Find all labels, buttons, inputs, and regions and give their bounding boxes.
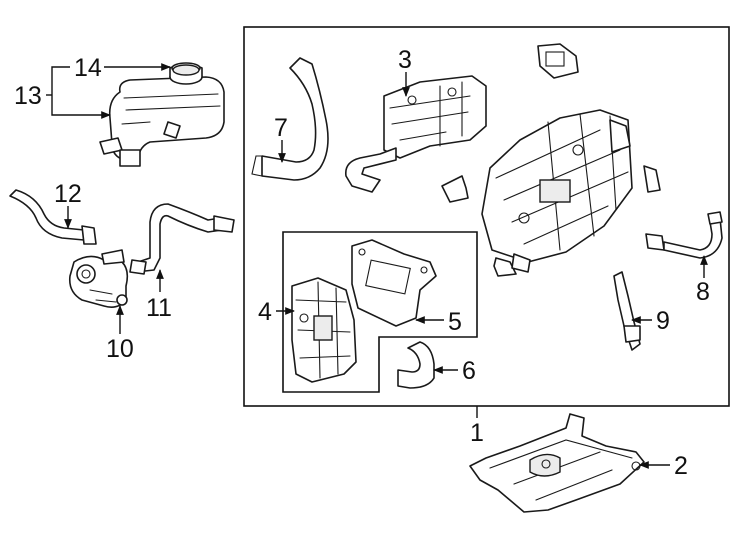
- callout-13: 13: [14, 82, 42, 110]
- coolant-reservoir: [99, 62, 225, 167]
- callout-8: 8: [696, 278, 710, 306]
- charger-bracket: [351, 239, 437, 327]
- callout-10: 10: [106, 335, 134, 363]
- inverter-module: [344, 75, 487, 193]
- mounting-tray: [469, 413, 645, 513]
- callout-9: 9: [656, 307, 670, 335]
- callout-2: 2: [674, 452, 688, 480]
- hose-12: [9, 189, 97, 245]
- callout-11: 11: [146, 294, 172, 322]
- reservoir-cap: [172, 64, 200, 76]
- sub-assembly-frame: [282, 231, 478, 393]
- side-bracket-right: [609, 119, 661, 193]
- mounting-bracket-top: [537, 43, 579, 79]
- lower-bracket: [493, 253, 531, 277]
- callout-6: 6: [462, 357, 476, 385]
- callout-5: 5: [448, 308, 462, 336]
- wire-harness-8: [645, 211, 723, 259]
- coolant-pump: [68, 249, 129, 308]
- callout-12: 12: [54, 180, 82, 208]
- callout-3: 3: [398, 46, 412, 74]
- hose-6: [397, 341, 435, 389]
- power-electronics-assembly: [481, 109, 633, 263]
- wire-harness-9: [613, 271, 641, 351]
- hose-7: [251, 57, 329, 181]
- hose-11: [129, 203, 235, 275]
- callout-4: 4: [258, 298, 272, 326]
- charger-module: [291, 277, 357, 383]
- assembly-frame: [243, 26, 730, 407]
- callout-14: 14: [74, 54, 102, 82]
- callout-leaders: [46, 63, 708, 469]
- callout-1: 1: [470, 419, 484, 447]
- callout-7: 7: [274, 114, 288, 142]
- side-bracket-left: [441, 175, 469, 203]
